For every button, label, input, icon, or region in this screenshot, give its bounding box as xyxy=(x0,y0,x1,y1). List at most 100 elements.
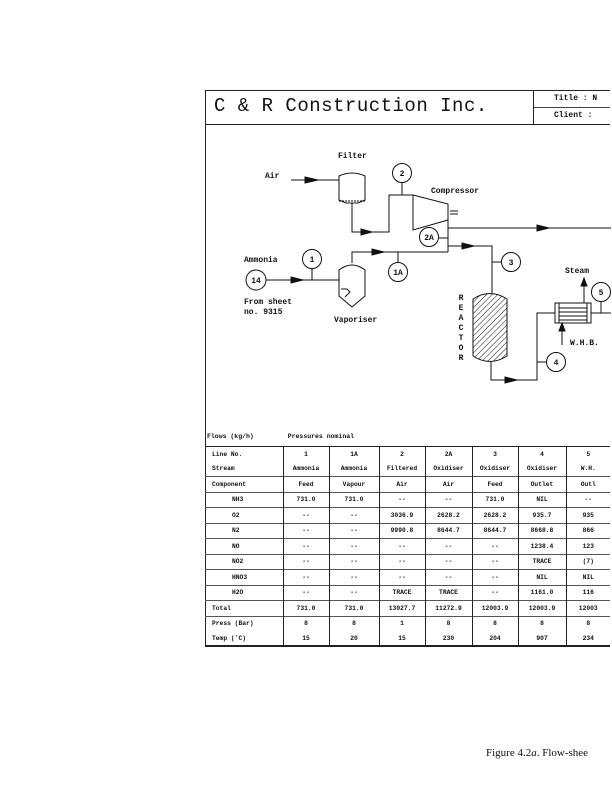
sheet-number-label: no. 9315 xyxy=(244,308,283,317)
title-field: Title : N xyxy=(534,91,610,108)
table-cell: Ammonia xyxy=(282,461,329,477)
title-box: Title : N Client : xyxy=(533,91,610,124)
steam-arrow-icon xyxy=(580,276,588,287)
vaporiser-label: Vaporiser xyxy=(334,316,377,325)
table-cell: 204 xyxy=(471,631,518,647)
table-cell: 12003 xyxy=(565,600,610,616)
table-cell: 1 xyxy=(282,446,329,462)
arrow-icon xyxy=(536,224,550,232)
table-cell: 2A xyxy=(424,446,472,462)
row-label: Press (Bar) xyxy=(205,615,283,631)
table-cell: 731.0 xyxy=(282,600,329,616)
table-cell: 230 xyxy=(424,631,472,647)
table-cell: 731.0 xyxy=(282,491,329,508)
row-label: Component xyxy=(205,476,283,492)
vaporiser-vessel xyxy=(338,264,366,308)
arrow-icon xyxy=(461,242,475,250)
table-cell: 8 xyxy=(471,615,518,631)
stream-tag-5 xyxy=(591,282,611,302)
table-cell: TRACE xyxy=(378,584,425,601)
row-label: H2O xyxy=(205,584,283,601)
table-cell: 935.7 xyxy=(517,507,566,523)
stream-tag-2 xyxy=(392,163,412,183)
table-cell: -- xyxy=(328,553,379,570)
svg-text:A: A xyxy=(459,314,464,323)
table-cell: -- xyxy=(471,584,518,601)
stream-tag-2a xyxy=(419,227,439,247)
table-cell: 8 xyxy=(517,615,566,631)
table-cell: Filtered xyxy=(378,461,425,477)
stream-tag-3 xyxy=(501,252,521,272)
table-cell: Vapour xyxy=(328,476,379,492)
compressor xyxy=(412,194,449,252)
table-cell: 935 xyxy=(565,507,610,523)
table-cell: 15 xyxy=(378,631,425,647)
table-cell: -- xyxy=(282,584,329,601)
table-cell: -- xyxy=(282,569,329,585)
table-cell: 1238.4 xyxy=(517,538,566,554)
table-cell: 8 xyxy=(328,615,379,631)
table-cell: Outlet xyxy=(517,476,566,492)
table-cell: 731.0 xyxy=(471,491,518,508)
row-label: Stream xyxy=(212,465,235,473)
stream-tag-2-label: 2 xyxy=(400,170,405,179)
svg-text:O: O xyxy=(459,344,464,353)
whb-label: W.H.B. xyxy=(570,339,599,348)
table-cell: NIL xyxy=(517,569,566,585)
company-name: C & R Construction Inc. xyxy=(214,95,488,117)
table-cell: 8668.8 xyxy=(517,522,566,539)
row-label: Temp (˚C) xyxy=(205,631,283,647)
table-cell: Air xyxy=(424,476,472,492)
table-cell: -- xyxy=(282,507,329,523)
table-cell: 731.0 xyxy=(328,491,379,508)
row-label: NO xyxy=(205,538,283,554)
row-label: NH3 xyxy=(205,491,283,508)
row-label: NO2 xyxy=(205,553,283,570)
row-label: Line No. xyxy=(205,446,283,462)
table-cell: -- xyxy=(378,569,425,585)
arrow-icon xyxy=(371,248,385,256)
table-cell: 8 xyxy=(565,615,610,631)
table-cell: 20 xyxy=(328,631,379,647)
heating-coil xyxy=(341,288,351,298)
table-cell: 234 xyxy=(565,631,610,647)
table-cell: 907 xyxy=(517,631,566,647)
table-cell: 8 xyxy=(282,615,329,631)
row-label: HNO3 xyxy=(205,569,283,585)
table-cell: 866 xyxy=(565,522,610,539)
table-cell: 116 xyxy=(565,584,610,601)
table-cell: NIL xyxy=(517,491,566,508)
arrow-icon xyxy=(304,176,319,184)
table-cell: -- xyxy=(565,491,610,508)
table-cell: -- xyxy=(378,491,425,508)
stream-tag-5-label: 5 xyxy=(599,289,604,298)
table-cell: 123 xyxy=(565,538,610,554)
arrow-icon xyxy=(360,228,374,236)
svg-text:T: T xyxy=(459,334,464,343)
table-cell: TRACE xyxy=(517,553,566,570)
stream-tag-1a xyxy=(388,262,408,282)
filter-vessel xyxy=(338,172,366,204)
title-block: C & R Construction Inc. Title : N Client… xyxy=(206,91,610,125)
table-cell: -- xyxy=(378,538,425,554)
table-cell: Oxidiser xyxy=(424,461,472,477)
oxidiser-outlet-line xyxy=(490,312,555,381)
table-cell: 3036.9 xyxy=(378,507,425,523)
svg-text:C: C xyxy=(459,324,464,333)
arrow-icon xyxy=(504,376,518,384)
table-cell: 8644.7 xyxy=(471,522,518,539)
table-cell: 12003.9 xyxy=(471,600,518,616)
table-cell: 5 xyxy=(565,446,610,462)
table-cell: -- xyxy=(471,553,518,570)
steam-label: Steam xyxy=(565,267,589,276)
table-cell: TRACE xyxy=(424,584,472,601)
air-label: Air xyxy=(265,172,280,181)
stream-tag-3-label: 3 xyxy=(509,259,514,268)
table-cell: Oxidiser xyxy=(471,461,518,477)
